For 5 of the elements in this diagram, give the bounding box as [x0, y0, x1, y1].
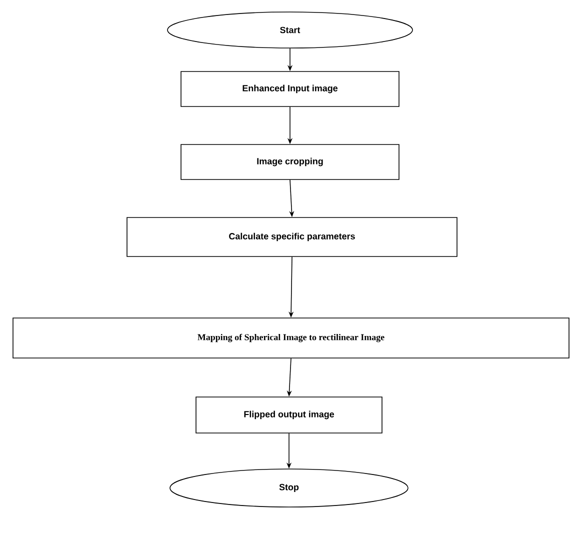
process-box: Enhanced Input image: [180, 71, 400, 107]
process-box: Flipped output image: [196, 396, 382, 434]
process-box: Mapping of Spherical Image to rectilinear Image: [12, 318, 570, 358]
process-box: Calculate specific parameters: [126, 217, 458, 257]
process-box: Image cropping: [180, 144, 400, 180]
